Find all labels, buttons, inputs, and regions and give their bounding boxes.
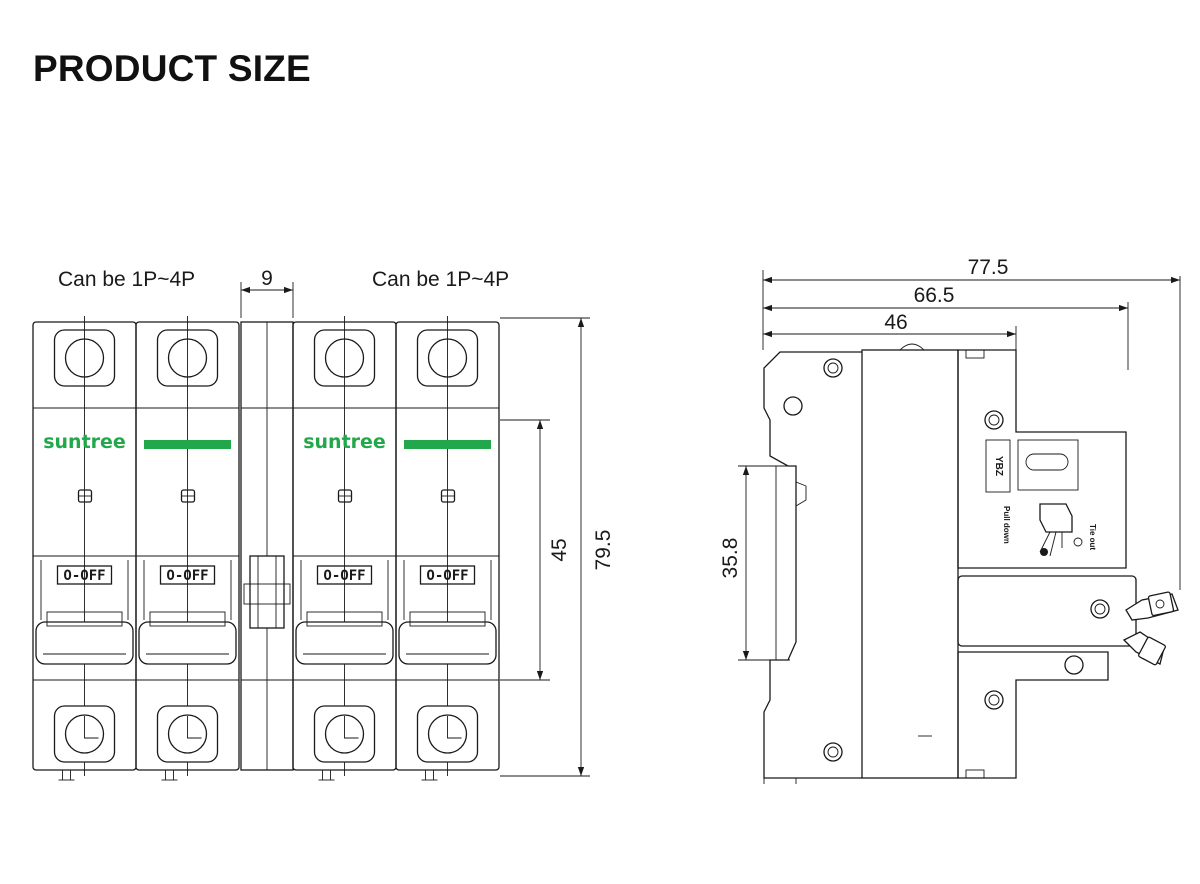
gap-dimension-label: 9 [261, 267, 273, 290]
gap-dimension: 9 [240, 267, 294, 318]
side-view: 77.5 66.5 46 35.8 [719, 256, 1181, 784]
inner-height-label: 45 [548, 538, 571, 561]
side-rivets [783, 358, 1110, 762]
switch-label-box [419, 565, 476, 585]
auxiliary-module [240, 321, 294, 771]
switch-label: O-OFF [323, 568, 365, 584]
test-lever-icon [1039, 503, 1083, 557]
side-toggle-icon [1122, 591, 1179, 666]
switch-label: O-OFF [426, 568, 468, 584]
switch-label: O-OFF [63, 568, 105, 584]
toggle-handle[interactable] [35, 621, 134, 665]
page-title: PRODUCT SIZE [33, 48, 311, 89]
toggle-handle[interactable] [138, 621, 237, 665]
ybz-label: YBZ [993, 456, 1004, 476]
brand-logo: suntree [43, 431, 126, 453]
brand-logo: suntree [303, 431, 386, 453]
front-view: Can be 1P~4P Can be 1P~4P 9 suntreeO-OFF… [32, 267, 615, 781]
total-height-label: 79.5 [592, 530, 615, 571]
brand-band [404, 440, 491, 449]
switch-label-box [56, 565, 113, 585]
breaker-pole: O-OFF [395, 316, 500, 781]
brand-band [144, 440, 231, 449]
tie-out-label: Tie out [1088, 524, 1097, 550]
caption-left: Can be 1P~4P [58, 268, 195, 291]
depth-dimensions: 77.5 66.5 46 [762, 256, 1181, 590]
toggle-handle[interactable] [398, 621, 497, 665]
side-body: YBZ Pull down Tie out [763, 343, 1179, 784]
switch-label: O-OFF [166, 568, 208, 584]
caption-right: Can be 1P~4P [372, 268, 509, 291]
depth-total-label: 77.5 [968, 256, 1009, 279]
rail-height-dimension: 35.8 [719, 465, 790, 661]
rail-height-label: 35.8 [719, 538, 742, 579]
inner-height-dimension: 45 [500, 419, 571, 681]
total-height-dimension: 79.5 [500, 317, 615, 777]
pull-down-label: Pull down [1002, 506, 1011, 544]
switch-label-box [316, 565, 373, 585]
switch-label-box [159, 565, 216, 585]
depth-front-label: 46 [884, 311, 907, 334]
depth-mid-label: 66.5 [914, 284, 955, 307]
breaker-pole: O-OFF [135, 316, 240, 781]
toggle-handle[interactable] [295, 621, 394, 665]
